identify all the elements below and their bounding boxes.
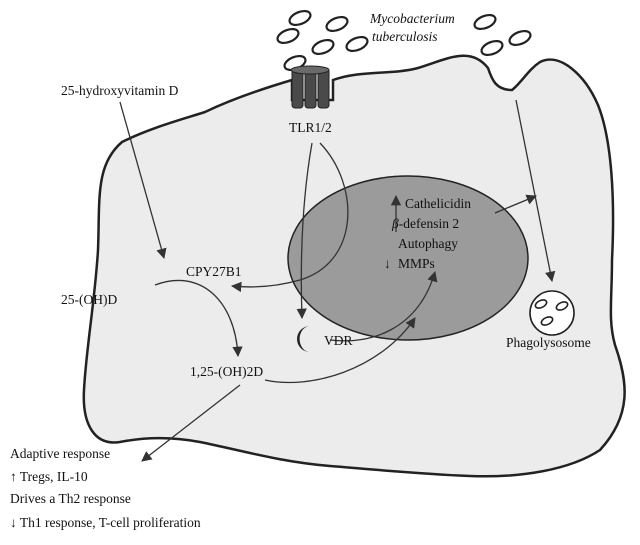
- phagolysosome-icon: [529, 290, 575, 336]
- bacterium-name-line1: Mycobacterium: [369, 11, 455, 26]
- adaptive-line3: ↓ Th1 response, T-cell proliferation: [10, 515, 201, 530]
- bacterium: [480, 39, 504, 57]
- effect-autophagy: Autophagy: [398, 236, 458, 251]
- down-arrow-mark: ↓: [384, 256, 391, 271]
- bacterium: [311, 38, 335, 56]
- arrow-vdr-to-nucleus: [329, 271, 438, 342]
- bacterium: [288, 9, 312, 27]
- effect-cathelicidin: Cathelicidin: [405, 196, 471, 211]
- arrow-to-phagolysosome: [515, 99, 556, 283]
- bacterium: [276, 27, 300, 45]
- tlr-receptor-icon: [290, 65, 330, 109]
- arrow-adaptive: [141, 384, 241, 462]
- bacterium: [345, 35, 369, 53]
- vdr-label: VDR: [324, 333, 353, 348]
- phagolysosome-label: Phagolysosome: [506, 335, 591, 350]
- arrow-tlr-to-cyp: [230, 142, 349, 293]
- bacterium-name-line2: tuberculosis: [372, 29, 438, 44]
- pathway-arrows: [119, 99, 556, 462]
- adaptive-title: Adaptive response: [10, 446, 110, 461]
- arrow-tlr-to-vdr: [296, 142, 313, 320]
- arrow-conversion: [154, 279, 243, 358]
- vdr-icon: [297, 326, 310, 352]
- tlr-label: TLR1/2: [289, 120, 332, 135]
- bacterium: [508, 29, 532, 47]
- adaptive-line1: ↑ Tregs, IL-10: [10, 469, 88, 484]
- metabolite-label: 25-(OH)D: [61, 292, 117, 307]
- arrow-vitd-entry: [119, 101, 167, 260]
- effect-beta-defensin: β-defensin 2: [391, 216, 459, 231]
- active-form-label: 1,25-(OH)2D: [190, 364, 263, 379]
- arrow-nucleus-out: [494, 194, 537, 214]
- enzyme-label: CPY27B1: [186, 264, 242, 279]
- adaptive-line2: Drives a Th2 response: [10, 491, 131, 506]
- arrow-active-to-nucleus: [264, 317, 416, 384]
- bacterium: [325, 15, 349, 33]
- defensin-text: -defensin 2: [399, 216, 459, 231]
- bacteria-cluster: [276, 9, 532, 72]
- beta-symbol: β: [391, 216, 399, 231]
- effect-mmps: MMPs: [398, 256, 435, 271]
- precursor-label: 25-hydroxyvitamin D: [61, 83, 179, 98]
- bacterium: [473, 13, 497, 31]
